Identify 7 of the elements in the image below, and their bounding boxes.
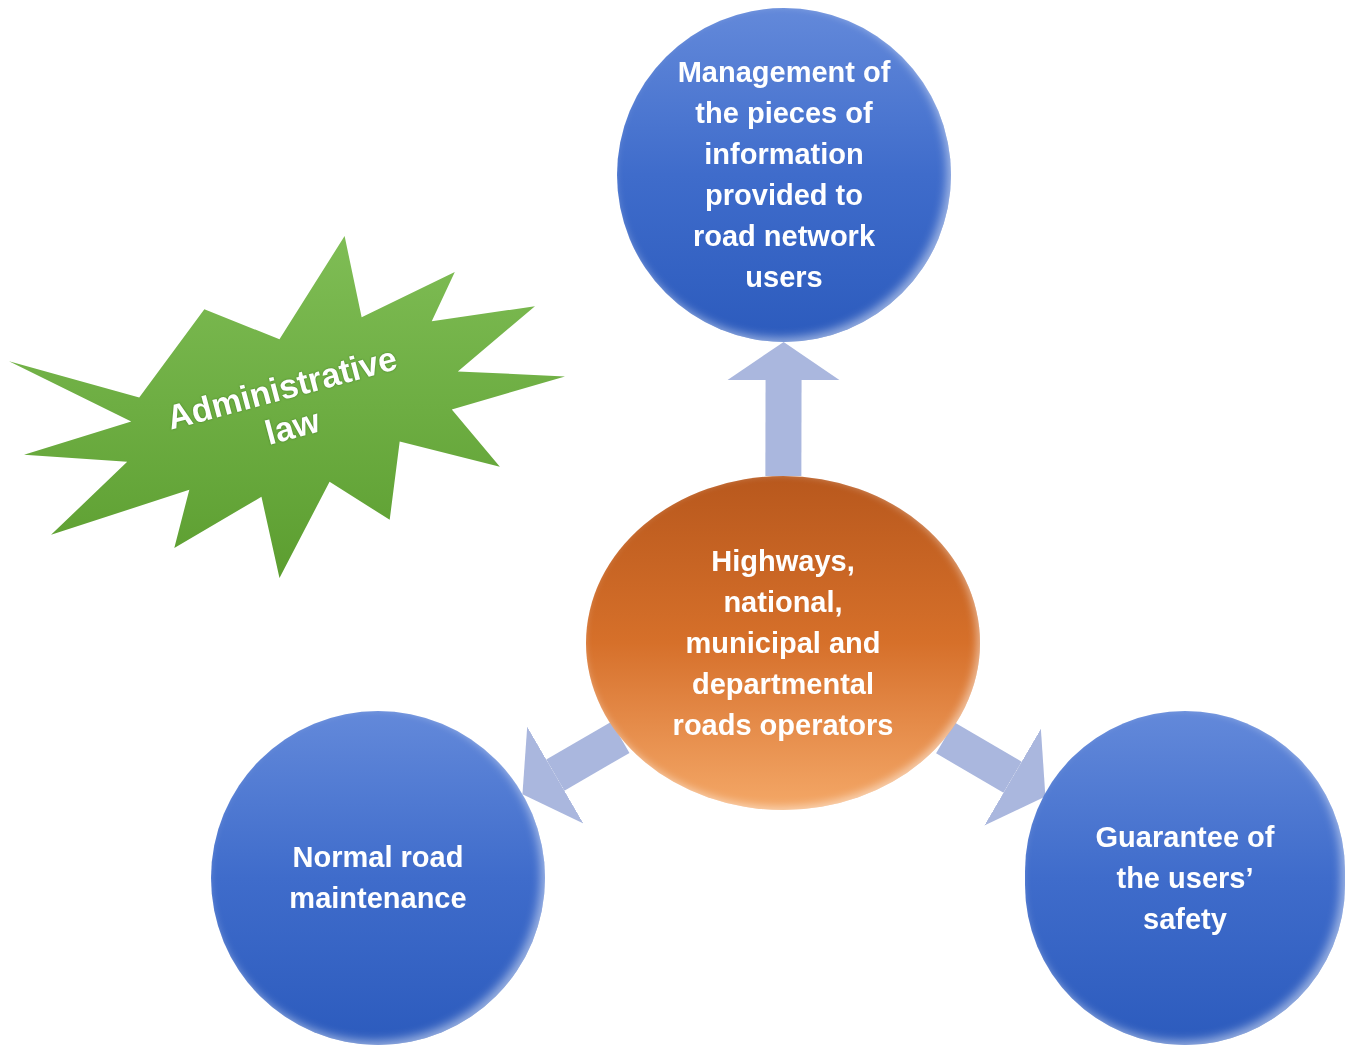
node-label: Normal road maintenance — [288, 840, 468, 916]
block-arrow — [522, 721, 630, 824]
node-label: Guarantee of the users’ safety — [1094, 819, 1276, 937]
block-arrow — [936, 722, 1046, 826]
block-arrow — [727, 342, 840, 476]
node-label: Management of the pieces of information provided to road network users — [676, 55, 892, 295]
node-label: Highways, national, municipal and departmental roads operators — [671, 543, 895, 743]
